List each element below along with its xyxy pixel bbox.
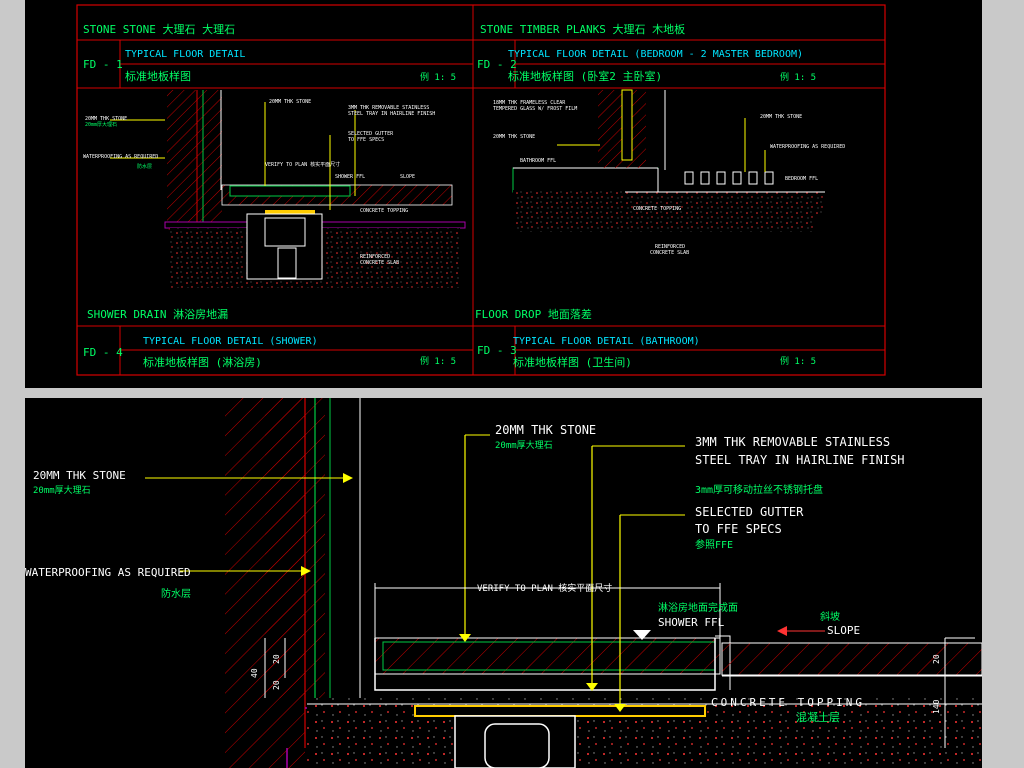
d1-note-topping: CONCRETE TOPPING	[360, 208, 408, 214]
d2-note-j: CONCRETE SLAB	[650, 250, 689, 256]
sheet-frame	[76, 4, 886, 376]
d1-code: FD - 1	[83, 58, 123, 71]
verify-label: VERIFY TO PLAN 核实平面尺寸	[477, 582, 612, 594]
d2-note-e: WATERPROOFING AS REQUIRED	[770, 144, 845, 150]
stone-label: 20MM THK STONE	[495, 423, 596, 437]
d2-title-cn: 标准地板样图 (卧室2 主卧室)	[508, 69, 662, 83]
d4-title-cn: 标准地板样图 (淋浴房)	[143, 355, 262, 369]
d1-title-cn: 标准地板样图	[125, 69, 191, 83]
d2-note-i: REINFORCED	[655, 244, 685, 250]
shower-label-cn: 淋浴房地面完成面	[658, 601, 738, 614]
topping-label: CONCRETE TOPPING	[711, 696, 865, 709]
left-stone-label-cn: 20mm厚大理石	[33, 484, 91, 496]
d1-note-slope: SLOPE	[400, 174, 415, 180]
dim-20-upper: 20	[272, 654, 281, 664]
d1-scale: 例 1: 5	[420, 71, 456, 83]
waterproof-label: WATERPROOFING AS REQUIRED	[25, 566, 191, 579]
tray-label: 3MM THK REMOVABLE STAINLESS	[695, 435, 890, 449]
right-floor-stone	[721, 642, 982, 676]
d4-scale: 例 1: 5	[420, 355, 456, 367]
gutter-label-2: TO FFE SPECS	[695, 522, 782, 536]
d1-note-stone: 20MM THK STONE	[269, 99, 311, 105]
detail-sheet-panel: STONE STONE 大理石 大理石 STONE TIMBER PLANKS …	[25, 0, 982, 388]
d2-title-en: TYPICAL FLOOR DETAIL (BEDROOM - 2 MASTER…	[508, 49, 803, 60]
d3-title-en: TYPICAL FLOOR DETAIL (BATHROOM)	[513, 336, 700, 347]
d1-note-gutter2: TO FFE SPECS	[348, 137, 384, 143]
shower-stone	[374, 637, 721, 675]
d2-note-c: 20MM THK STONE	[493, 134, 535, 140]
shower-ffl-label: SHOWER FFL	[658, 616, 725, 629]
tray-label-cn: 3mm厚可移动拉丝不锈钢托盘	[695, 483, 823, 496]
d4-section-title: SHOWER DRAIN 淋浴房地漏	[87, 308, 228, 321]
dim-140: 140	[932, 699, 941, 714]
detail-1-drawing: 20MM THK STONE 3MM THK REMOVABLE STAINLE…	[83, 90, 466, 288]
d3-section-title: FLOOR DROP 地面落差	[475, 307, 592, 321]
enlarged-detail-drawing: 20MM THK STONE 20mm厚大理石 3MM THK REMOVABL…	[25, 398, 982, 768]
d2-note-f: BATHROOM FFL	[520, 158, 556, 164]
ffl-marker	[633, 630, 651, 640]
d2-note-a: 18MM THK FRAMELESS CLEAR	[493, 100, 566, 106]
slope-label-cn: 斜坡	[820, 610, 840, 623]
d1-note-gutter: SELECTED GUTTER	[348, 131, 394, 137]
gutter-label-cn: 参照FFE	[695, 538, 733, 551]
dim-40: 40	[250, 668, 259, 678]
d1-note-left-stone-cn: 20mm厚大理石	[85, 121, 117, 128]
stainless-tray	[374, 638, 716, 691]
detail-2-drawing: 18MM THK FRAMELESS CLEAR TEMPERED GLASS …	[493, 89, 845, 256]
d3-scale: 例 1: 5	[780, 355, 816, 367]
left-stone-label: 20MM THK STONE	[33, 469, 126, 482]
stone-label-cn: 20mm厚大理石	[495, 439, 553, 451]
d1-title-en: TYPICAL FLOOR DETAIL	[125, 49, 245, 60]
d2-code: FD - 2	[477, 58, 517, 71]
d2-section-title: STONE TIMBER PLANKS 大理石 木地板	[480, 22, 685, 36]
d2-scale: 例 1: 5	[780, 71, 816, 83]
d1-note-tray2: STEEL TRAY IN HAIRLINE FINISH	[348, 111, 435, 117]
d4-code: FD - 4	[83, 346, 123, 359]
dim-20-lower: 20	[272, 680, 281, 690]
d1-note-slab2: CONCRETE SLAB	[360, 260, 399, 266]
d1-note-verify: VERIFY TO PLAN 核实平面尺寸	[265, 161, 340, 168]
gutter-label: SELECTED GUTTER	[695, 505, 804, 519]
d1-note-tray: 3MM THK REMOVABLE STAINLESS	[348, 105, 429, 111]
d2-note-d: 20MM THK STONE	[760, 114, 802, 120]
d2-note-g: BEDROOM FFL	[785, 176, 818, 182]
d4-title-en: TYPICAL FLOOR DETAIL (SHOWER)	[143, 336, 318, 347]
d2-note-b: TEMPERED GLASS W/ FROST FILM	[493, 106, 577, 112]
d3-code: FD - 3	[477, 344, 517, 357]
waterproof-label-cn: 防水层	[161, 587, 191, 600]
dim-20-right: 20	[932, 654, 941, 664]
slope-label: SLOPE	[827, 624, 860, 637]
d1-section-title: STONE STONE 大理石 大理石	[83, 22, 235, 36]
d3-title-cn: 标准地板样图 (卫生间)	[513, 355, 632, 369]
gutter	[414, 705, 706, 717]
d1-note-left-stone: 20MM THK STONE	[85, 116, 127, 122]
d1-note-waterproof-cn: 防水层	[137, 163, 152, 170]
d2-note-h: CONCRETE TOPPING	[633, 206, 681, 212]
d1-note-slab: REINFORCED	[360, 254, 390, 260]
d1-note-waterproof: WATERPROOFING AS REQUIRED	[83, 154, 158, 160]
tray-label-2: STEEL TRAY IN HAIRLINE FINISH	[695, 453, 905, 467]
topping-label-cn: 混凝土层	[796, 710, 840, 724]
detail-sheet-drawing: STONE STONE 大理石 大理石 STONE TIMBER PLANKS …	[76, 4, 886, 376]
enlarged-detail-panel: 20MM THK STONE 20mm厚大理石 3MM THK REMOVABL…	[25, 398, 982, 768]
d1-note-shower-ffl: SHOWER FFL	[335, 174, 365, 180]
